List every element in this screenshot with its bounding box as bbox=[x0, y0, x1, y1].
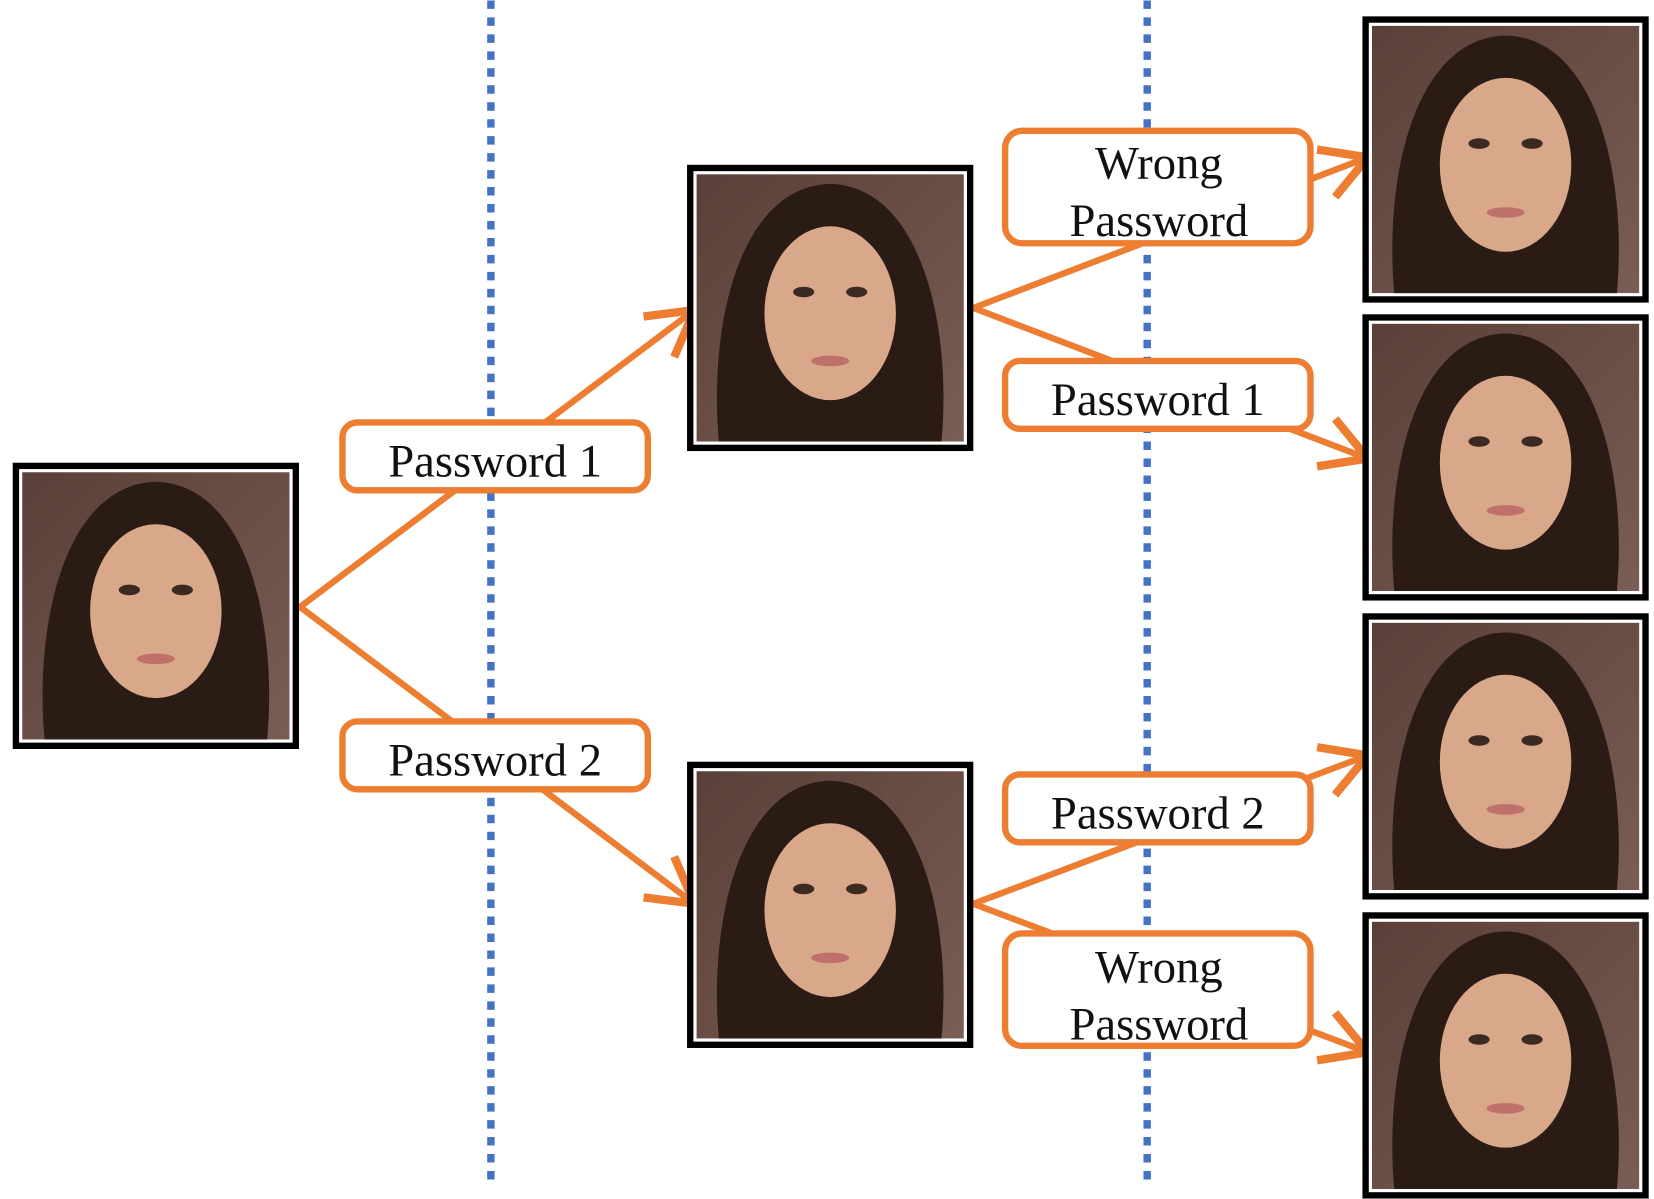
label-text: Password bbox=[1069, 999, 1248, 1051]
label-text: Password 1 bbox=[388, 436, 602, 488]
original-face-image bbox=[12, 462, 299, 749]
label-text: Wrong bbox=[1095, 941, 1223, 993]
label-text: Password bbox=[1069, 195, 1248, 247]
label-text: Password 2 bbox=[1051, 788, 1265, 840]
label-password-2-first: Password 2 bbox=[339, 718, 651, 793]
label-password-1-second: Password 1 bbox=[1001, 357, 1314, 432]
label-text: Password 2 bbox=[388, 735, 602, 787]
decoded-wrong-2-image bbox=[1362, 912, 1649, 1199]
encrypted-face-1-image bbox=[687, 164, 974, 452]
label-text: Wrong bbox=[1095, 138, 1223, 190]
label-wrong-password-bottom: Wrong Password bbox=[1001, 930, 1314, 1051]
label-text: Password 1 bbox=[1051, 374, 1265, 426]
decoded-correct-1-image bbox=[1362, 314, 1649, 601]
decoded-correct-2-image bbox=[1362, 613, 1649, 900]
encrypted-face-2-image bbox=[687, 761, 974, 1048]
label-password-1-first: Password 1 bbox=[339, 419, 651, 494]
label-password-2-second: Password 2 bbox=[1001, 771, 1314, 846]
label-wrong-password-top: Wrong Password bbox=[1001, 127, 1314, 247]
decoded-wrong-1-image bbox=[1362, 16, 1649, 303]
